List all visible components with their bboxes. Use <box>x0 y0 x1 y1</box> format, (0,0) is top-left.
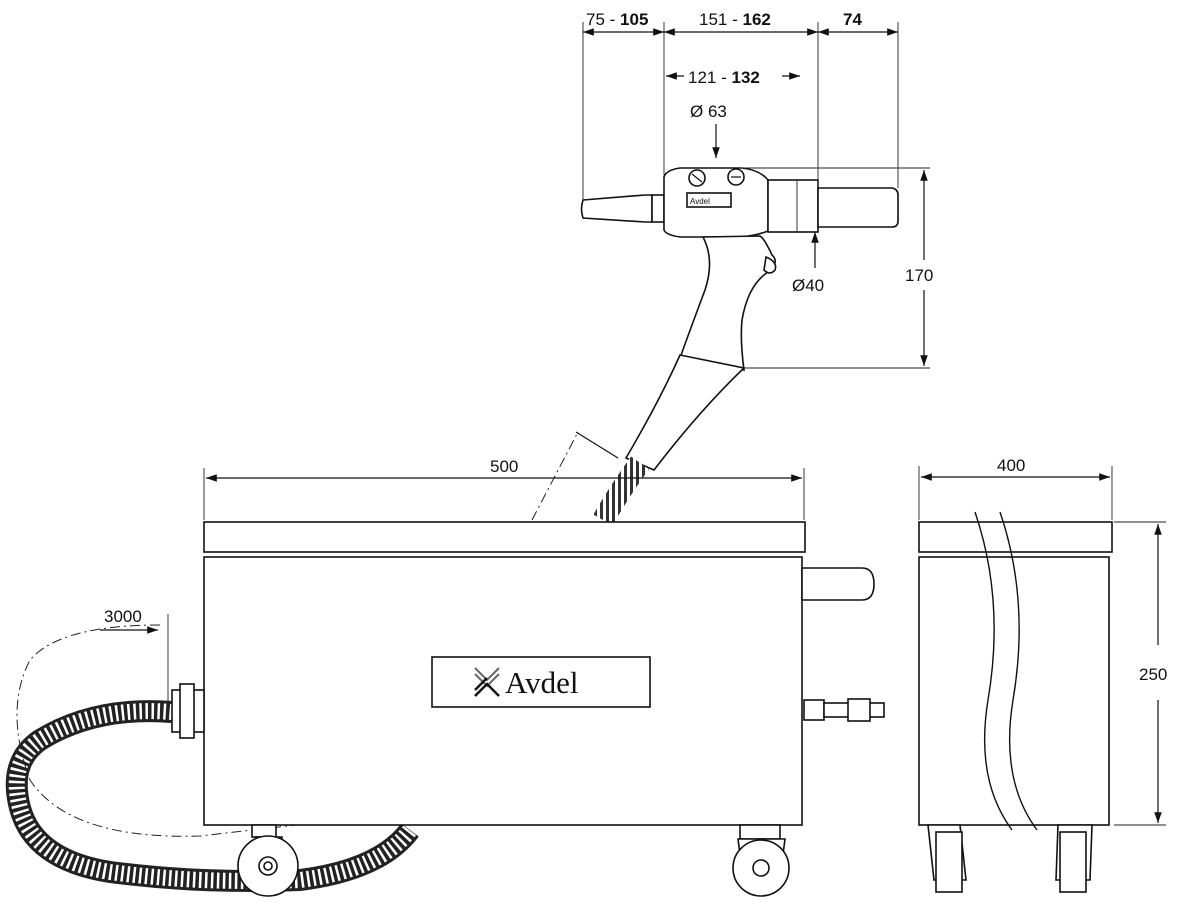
dim-stroke-max: 132 <box>731 68 759 87</box>
corrugated-hose-icon <box>5 700 419 892</box>
brand-plate <box>431 656 651 708</box>
dim-tool-height: 170 <box>905 266 933 285</box>
castor-wheel-icon <box>237 824 299 897</box>
hose-reach-line <box>16 624 341 837</box>
trolley-front-view: Avdel <box>171 521 885 897</box>
castor-wheel-icon <box>732 824 790 897</box>
brand-name: Avdel <box>505 665 578 700</box>
svg-text:151 - 162: 151 - 162 <box>699 10 771 29</box>
svg-text:75 - 105: 75 - 105 <box>586 10 648 29</box>
screw-icon <box>727 168 745 186</box>
dim-unit-length: 500 <box>490 457 518 476</box>
dim-body-max: 162 <box>742 10 770 29</box>
dim-nose-diameter: Ø40 <box>792 276 824 295</box>
rivet-tool: Avdel <box>580 167 899 526</box>
dim-rear-max: 105 <box>620 10 648 29</box>
trolley-side-view <box>918 511 1113 893</box>
screw-icon <box>688 169 706 187</box>
dim-nose-length: 74 <box>843 10 862 29</box>
avdel-logo-icon <box>474 667 500 697</box>
dim-rear-diameter: Ø 63 <box>690 102 727 121</box>
dim-rear-min: 75 <box>586 10 605 29</box>
dim-body-min: 151 <box>699 10 727 29</box>
svg-text:121 - 132: 121 - 132 <box>688 68 760 87</box>
dim-unit-width: 400 <box>997 456 1025 475</box>
svg-text:Avdel: Avdel <box>690 197 710 206</box>
tool-dimensions: 75 - 105 151 - 162 74 121 - 132 Ø 63 Ø40… <box>582 10 933 369</box>
dim-hose-length: 3000 <box>104 607 142 626</box>
dim-stroke-min: 121 <box>688 68 716 87</box>
dim-unit-height: 250 <box>1139 665 1167 684</box>
